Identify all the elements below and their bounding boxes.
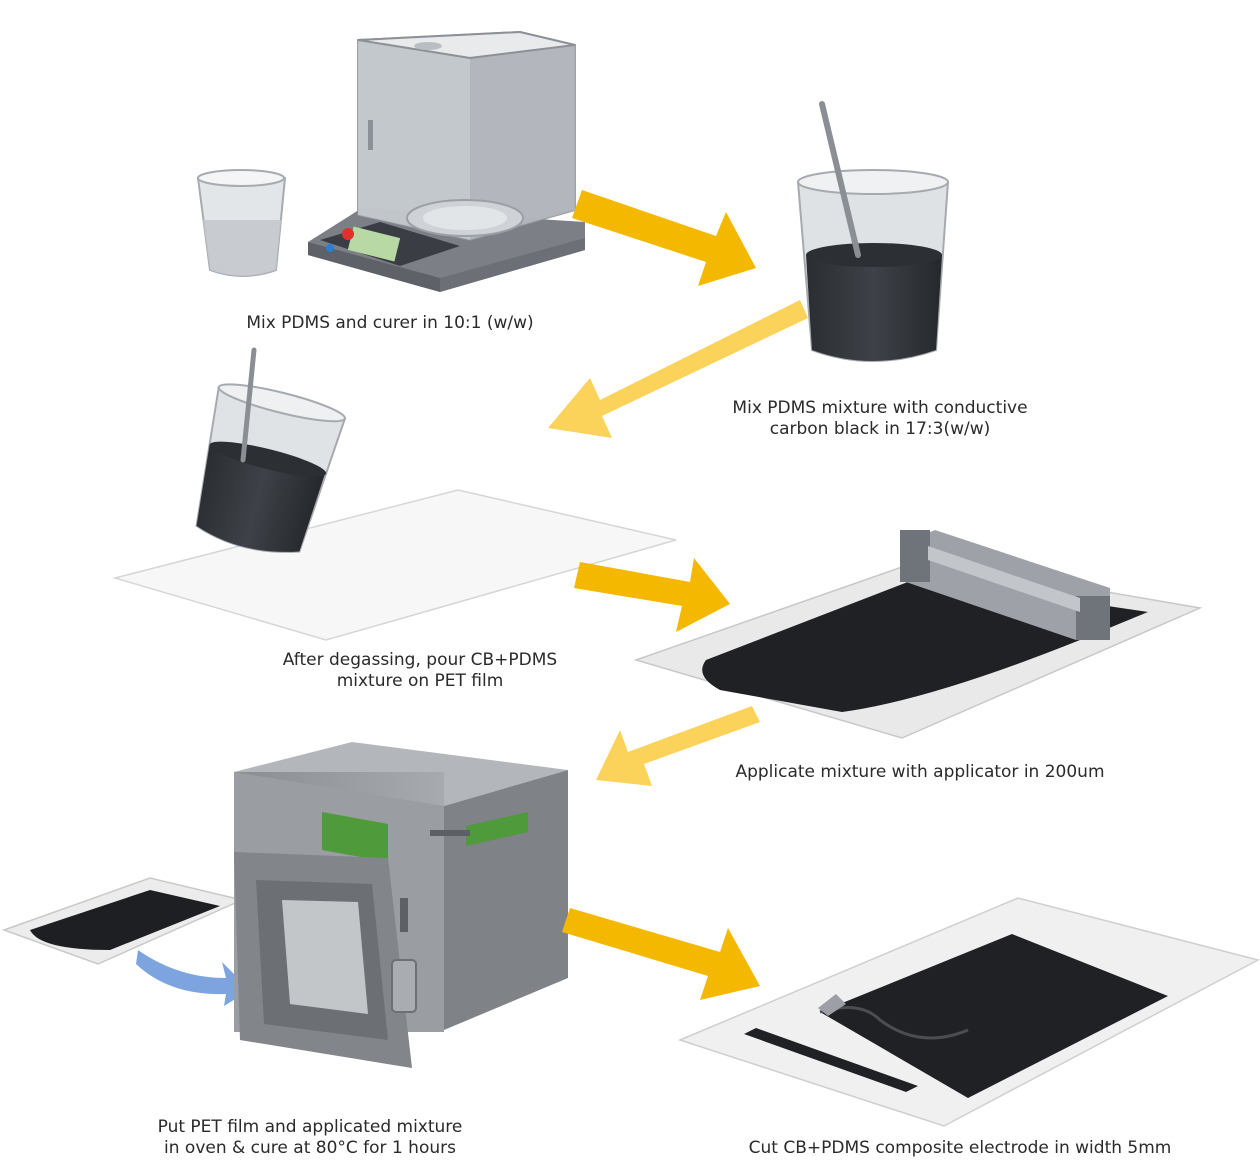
- step1-caption: Mix PDMS and curer in 10:1 (w/w): [180, 313, 600, 334]
- step4-caption-line-1: Applicate mixture with applicator in 200…: [735, 762, 1105, 782]
- arrow-step3-to-step4: [574, 558, 730, 632]
- step5-caption: Put PET film and applicated mixture in o…: [120, 1117, 500, 1159]
- pouring-beaker: [195, 383, 347, 553]
- step3-caption-line-1: After degassing, pour CB+PDMS: [282, 650, 558, 670]
- pet-film: [112, 489, 677, 641]
- arrow-step1-to-step2: [572, 190, 756, 286]
- step3-caption-line-2: mixture on PET film: [336, 671, 504, 691]
- analytical-balance: [308, 30, 585, 292]
- arrow-step5-to-step6: [562, 908, 760, 1000]
- mixing-beaker: [796, 101, 950, 362]
- drying-oven: [234, 742, 568, 1068]
- step5-caption-line-1: Put PET film and applicated mixture: [157, 1117, 463, 1137]
- stirring-rod: [240, 347, 257, 463]
- arrow-step4-to-step5: [596, 706, 760, 786]
- cut-electrode-sheet: [677, 897, 1260, 1127]
- step2-caption: Mix PDMS mixture with conductive carbon …: [700, 398, 1060, 440]
- step4-caption: Applicate mixture with applicator in 200…: [700, 762, 1140, 783]
- step1-caption-line-1: Mix PDMS and curer in 10:1 (w/w): [246, 313, 534, 333]
- film-with-mixture: [1, 877, 245, 965]
- step6-caption-line-1: Cut CB+PDMS composite electrode in width…: [748, 1138, 1172, 1158]
- step5-caption-line-2: in oven & cure at 80°C for 1 hours: [164, 1138, 456, 1158]
- arrow-step2-to-step3: [548, 300, 808, 438]
- applicator-setup: [633, 530, 1203, 739]
- step2-caption-line-1: Mix PDMS mixture with conductive: [732, 398, 1028, 418]
- small-beaker: [196, 169, 287, 277]
- step3-caption: After degassing, pour CB+PDMS mixture on…: [240, 650, 600, 692]
- step2-caption-line-2: carbon black in 17:3(w/w): [769, 419, 991, 439]
- blue-transfer-arrow: [136, 950, 250, 1006]
- step6-caption: Cut CB+PDMS composite electrode in width…: [720, 1138, 1200, 1159]
